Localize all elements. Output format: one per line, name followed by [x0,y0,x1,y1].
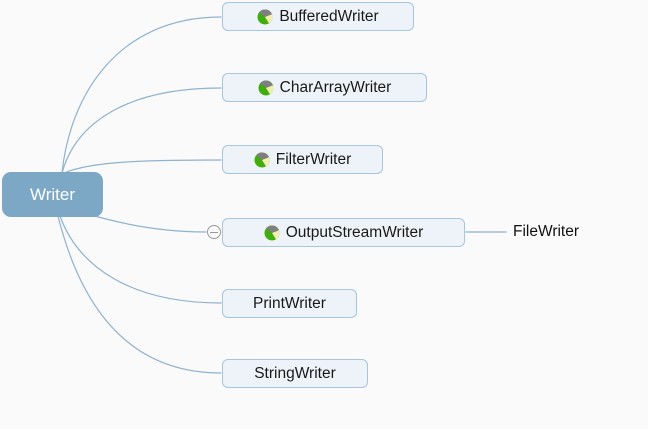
node-stringwriter[interactable]: StringWriter [222,359,368,388]
minus-icon [210,231,218,233]
node-chararraywriter[interactable]: CharArrayWriter [222,73,427,102]
collapse-button-outputstreamwriter[interactable] [207,225,221,239]
node-label: FileWriter [513,223,580,240]
connector-writer-bufferedwriter [61,16,222,174]
pie-chart-icon [257,9,273,25]
pie-chart-icon [254,152,270,168]
node-label: BufferedWriter [279,7,379,25]
node-label: CharArrayWriter [279,78,392,96]
pie-chart-icon [258,80,274,96]
node-outputstreamwriter[interactable]: OutputStreamWriter [222,218,465,247]
node-printwriter[interactable]: PrintWriter [222,289,357,318]
node-filewriter[interactable]: FileWriter [513,223,579,241]
node-writer-label: Writer [29,184,75,204]
node-label: OutputStreamWriter [285,223,424,241]
node-bufferedwriter[interactable]: BufferedWriter [222,2,414,31]
connector-writer-stringwriter [57,215,222,374]
connector-writer-printwriter [59,215,222,304]
node-filterwriter[interactable]: FilterWriter [222,145,383,174]
connector-writer-outputstreamwriter [87,213,207,233]
node-label: PrintWriter [253,294,326,312]
node-writer[interactable]: Writer [2,172,103,217]
node-label: FilterWriter [275,150,352,168]
pie-chart-icon [264,225,280,241]
connector-writer-chararraywriter [61,87,222,174]
node-label: StringWriter [254,364,336,382]
